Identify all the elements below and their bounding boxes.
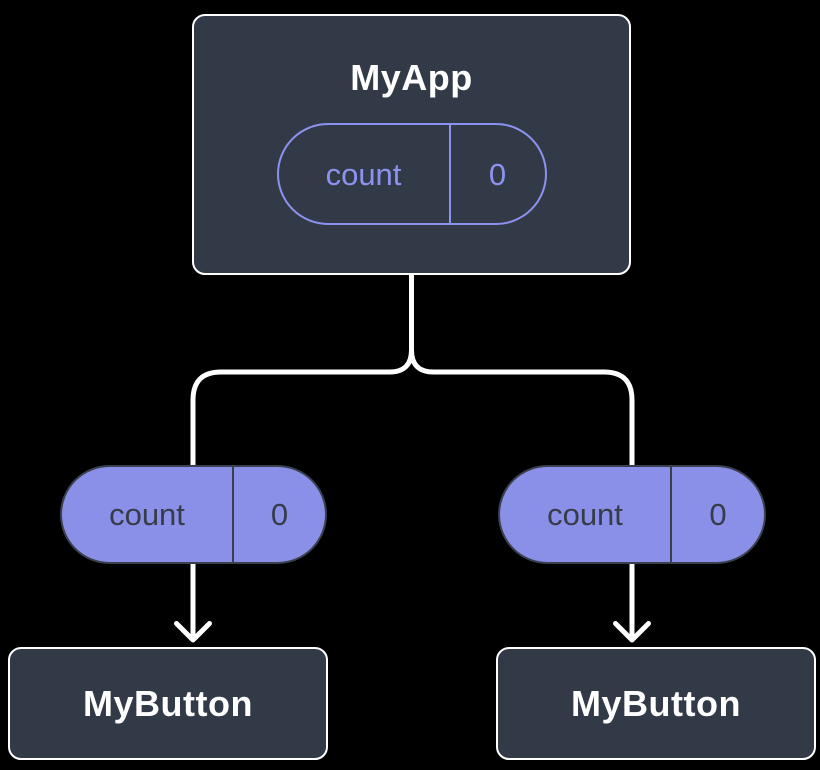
node-mybutton-left: MyButton — [8, 647, 328, 760]
arrow-down-left-icon — [174, 621, 212, 643]
prop-pill-right: count 0 — [498, 465, 766, 564]
prop-value-label: 0 — [270, 497, 289, 532]
connector-root-to-left-prop — [190, 275, 414, 467]
prop-name-label: count — [62, 467, 234, 562]
state-value-label: 0 — [488, 156, 507, 192]
prop-pill-left: count 0 — [60, 465, 327, 564]
prop-value-label: 0 — [709, 497, 727, 532]
node-mybutton-right: MyButton — [496, 647, 816, 760]
node-mybutton-title: MyButton — [83, 682, 253, 724]
connector-root-to-right-prop — [409, 275, 635, 467]
state-pill-myapp: count 0 — [276, 123, 547, 225]
prop-name-label: count — [500, 467, 672, 562]
arrow-down-right-icon — [613, 621, 651, 643]
node-myapp-title: MyApp — [350, 57, 473, 98]
state-name-label: count — [279, 125, 451, 223]
node-myapp: MyApp count 0 — [192, 14, 631, 275]
node-mybutton-title: MyButton — [571, 682, 741, 724]
